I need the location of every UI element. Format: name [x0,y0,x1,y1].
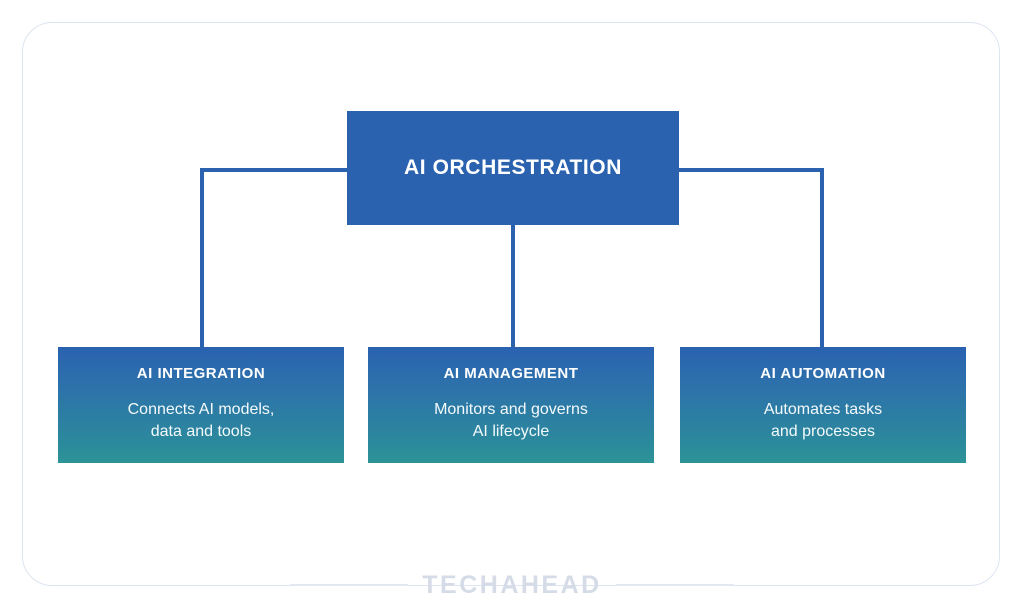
node-child-title: AI AUTOMATION [760,365,886,382]
node-ai-automation: AI AUTOMATION Automates tasks and proces… [680,347,966,463]
node-ai-orchestration: AI ORCHESTRATION [347,111,679,225]
connector-root-to-left-vertical [200,168,204,349]
node-child-title: AI INTEGRATION [136,365,266,382]
footer-rule-right [615,584,734,586]
connector-root-to-right-horizontal [677,168,824,172]
node-ai-integration: AI INTEGRATION Connects AI models, data … [58,347,344,463]
connector-root-to-right-vertical [820,168,824,349]
node-child-description: Connects AI models, data and tools [127,401,275,441]
brand-wordmark: TECHAHEAD [422,570,602,599]
connector-root-to-left-horizontal [203,168,349,172]
connector-root-to-middle-vertical [511,223,515,349]
node-child-description: Automates tasks and processes [763,401,883,441]
node-ai-management: AI MANAGEMENT Monitors and governs AI li… [368,347,654,463]
node-child-description: Monitors and governs AI lifecycle [434,401,588,441]
node-child-title: AI MANAGEMENT [443,365,579,382]
footer-brand-bar: TECHAHEAD [0,571,1024,599]
node-root-title: AI ORCHESTRATION [403,156,623,180]
footer-rule-left [290,584,409,586]
